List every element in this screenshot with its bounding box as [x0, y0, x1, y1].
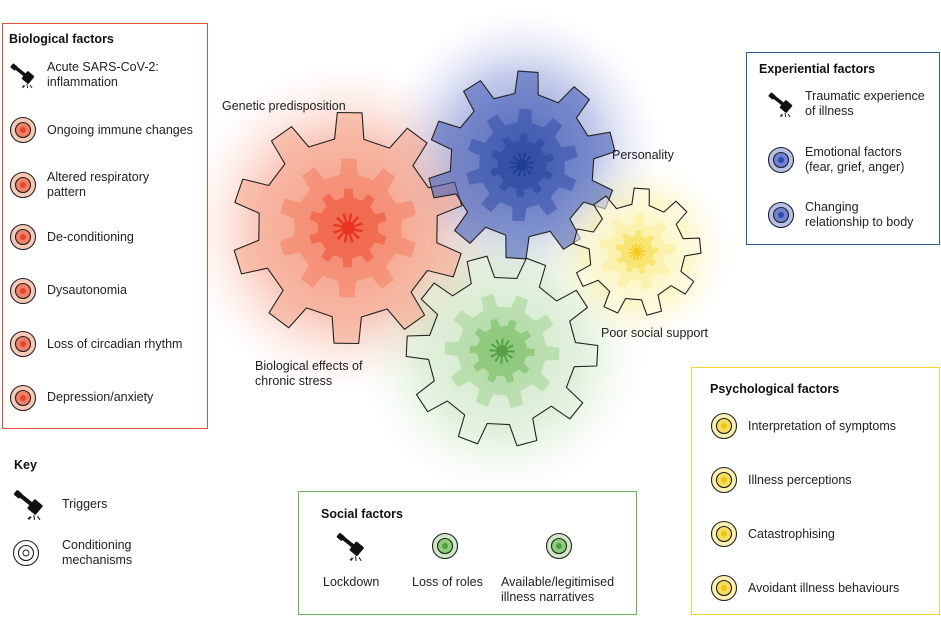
list-item: Catastrophising [710, 520, 835, 548]
key-trigger: Triggers [12, 487, 107, 521]
list-item: Depression/anxiety [9, 384, 153, 412]
conditioning-mechanism-icon [9, 171, 37, 199]
list-item-line1: De-conditioning [47, 229, 134, 244]
list-item-line1: Changing [805, 200, 859, 214]
biological-title: Biological factors [9, 32, 114, 46]
experiential-title: Experiential factors [759, 62, 876, 76]
list-item-line1: Loss of circadian rhythm [47, 336, 183, 351]
list-item-line1: Catastrophising [748, 526, 835, 541]
biological-trigger: Acute SARS-CoV-2: inflammation [9, 60, 159, 90]
social-gear [405, 255, 599, 447]
list-item: Interpretation of symptoms [710, 412, 896, 440]
conditioning-mechanism-icon [9, 277, 37, 305]
conditioning-mechanism-icon [710, 466, 738, 494]
social-title: Social factors [321, 507, 403, 521]
list-item: Illness perceptions [710, 466, 852, 494]
conditioning-mechanism-icon [9, 384, 37, 412]
biological-gear [233, 111, 463, 345]
conditioning-mechanism-icon [710, 520, 738, 548]
experiential-trigger-line1: Traumatic experience [805, 89, 925, 103]
psychological-gear [572, 187, 702, 316]
experiential-gear [428, 70, 616, 260]
experiential-factors-box: Experiential factors Traumatic experienc… [746, 52, 940, 245]
psychological-title: Psychological factors [710, 382, 840, 396]
key-mechanism-line2: mechanisms [62, 553, 133, 567]
social-item-illness-narratives: Available/legitimised illness narratives [501, 575, 614, 605]
list-item-line1: Avoidant illness behaviours [748, 580, 900, 595]
list-item: Loss of circadian rhythm [9, 330, 182, 358]
conditioning-mechanism-icon [9, 330, 37, 358]
conditioning-mechanism-icon [767, 201, 795, 229]
list-item-line1: Dysautonomia [47, 283, 127, 297]
list-item: Dysautonomia [9, 277, 127, 305]
social-item2-line1: Available/legitimised [501, 575, 615, 589]
conditioning-mechanism-icon [767, 146, 795, 174]
list-item-line2: pattern [47, 184, 86, 199]
biological-factors-box: Biological factors Acute SARS-CoV-2: inf… [2, 23, 208, 429]
list-item-line1: Interpretation of symptoms [748, 418, 896, 433]
key-mechanism: Conditioning mechanisms [12, 538, 132, 568]
conditioning-mechanism-icon [710, 412, 738, 440]
list-item: De-conditioning [9, 223, 134, 251]
gear-label-poor-social: Poor social support [601, 326, 709, 340]
list-item: Emotional factors(fear, grief, anger) [767, 145, 904, 175]
list-item-line1: Illness perceptions [748, 472, 852, 487]
list-item-line1: Depression/anxiety [47, 390, 154, 404]
psychological-factors-box: Psychological factors Interpretation of … [691, 367, 940, 615]
list-item-line2: (fear, grief, anger) [805, 160, 905, 174]
hammer-icon [12, 487, 46, 521]
gear-label-personality: Personality [612, 148, 674, 162]
key-trigger-label: Triggers [62, 496, 108, 511]
gear-label-bio-stress: Biological effects of chronic stress [255, 359, 362, 389]
list-item-line1: Ongoing immune changes [47, 122, 193, 137]
gear-core [489, 338, 515, 364]
experiential-trigger: Traumatic experience of illness [767, 89, 925, 119]
social-item2-line2: illness narratives [501, 590, 595, 604]
hammer-icon [767, 90, 795, 118]
experiential-trigger-line2: of illness [805, 104, 854, 118]
list-item-line1: Emotional factors [805, 145, 902, 159]
hammer-icon [335, 530, 367, 562]
gear-core [628, 243, 646, 261]
gear-label-bio-stress-line1: Biological effects of [255, 359, 363, 373]
conditioning-mechanism-icon [9, 223, 37, 251]
gear-core [509, 152, 535, 178]
conditioning-mechanism-icon [9, 116, 37, 144]
social-item-loss-of-roles: Loss of roles [412, 575, 483, 589]
conditioning-mechanism-icon [710, 574, 738, 602]
key-mechanism-line1: Conditioning [62, 538, 132, 552]
biological-trigger-line2: inflammation [47, 75, 118, 89]
conditioning-mechanism-icon [12, 539, 40, 567]
conditioning-mechanism-icon [431, 532, 459, 560]
gear-label-genetic: Genetic predisposition [222, 99, 346, 113]
hammer-icon [9, 61, 37, 89]
list-item-line1: Altered respiratory [47, 169, 150, 184]
key-title: Key [14, 458, 37, 472]
social-trigger-label: Lockdown [323, 575, 380, 589]
social-factors-box: Social factors Lockdown Loss of roles Av… [298, 491, 637, 615]
gear-core [333, 213, 363, 243]
gear-label-bio-stress-line2: chronic stress [255, 374, 333, 388]
biological-trigger-line1: Acute SARS-CoV-2: [47, 60, 159, 74]
conditioning-mechanism-icon [545, 532, 573, 560]
list-item: Ongoing immune changes [9, 116, 193, 144]
list-item-line2: relationship to body [805, 215, 914, 229]
list-item: Avoidant illness behaviours [710, 574, 899, 602]
